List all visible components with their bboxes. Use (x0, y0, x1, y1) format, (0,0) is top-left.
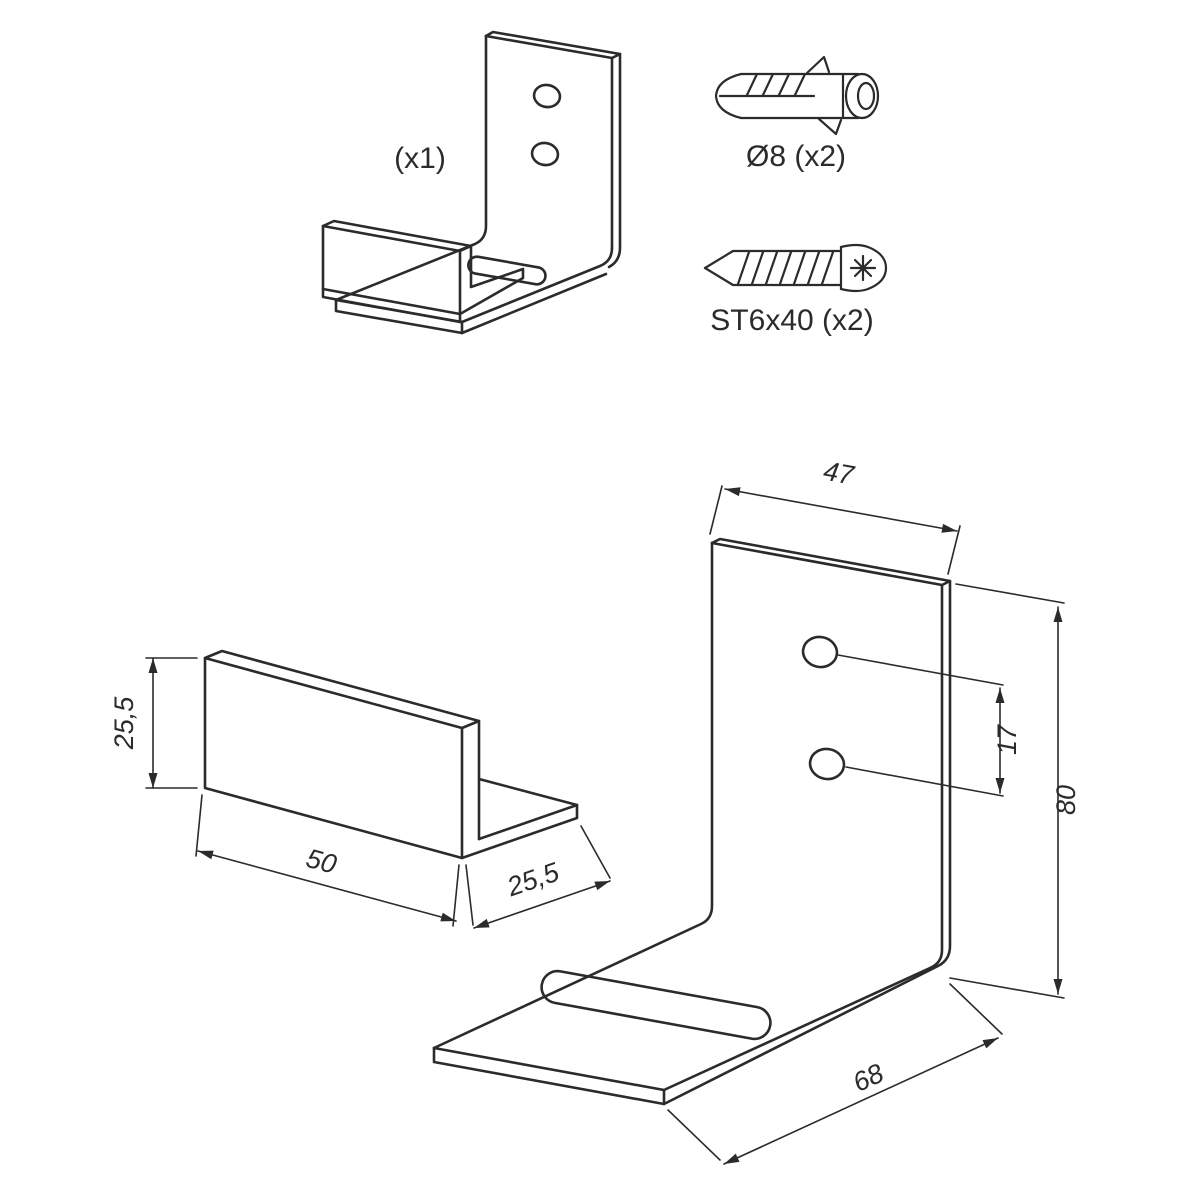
bracket-dimension-view (432, 537, 952, 1106)
screw-label: ST6x40 (x2) (710, 304, 873, 337)
bracket-quantity-label: (x1) (394, 142, 446, 175)
dim-profile-length: 50 (303, 843, 340, 880)
l-profile-dimension-view (203, 649, 579, 860)
l-profile-dimensions (145, 657, 611, 929)
wall-plug-label: Ø8 (x2) (746, 140, 846, 173)
dim-profile-height: 25,5 (109, 696, 139, 751)
screw-drawing (703, 243, 888, 293)
wall-plug-drawing (714, 55, 880, 136)
dim-bracket-height: 80 (1051, 785, 1081, 815)
dim-profile-depth: 25,5 (502, 856, 563, 902)
bracket-dimensions (667, 485, 1065, 1165)
bracket-assembly-view (321, 30, 622, 335)
dim-bracket-width: 47 (821, 456, 857, 491)
dim-bracket-hole-spacing: 17 (992, 724, 1022, 755)
